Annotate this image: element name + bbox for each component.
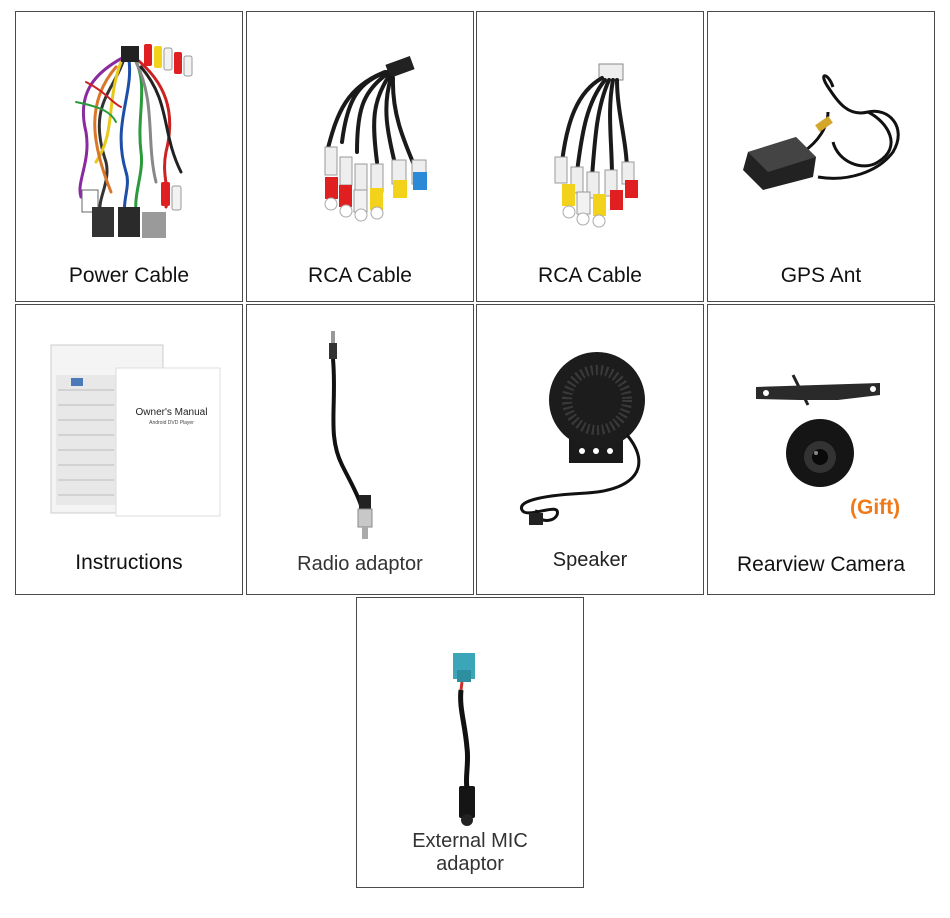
item-card-external-mic-adaptor: External MIC adaptor	[356, 597, 584, 888]
item-card-gps-ant: GPS Ant	[707, 11, 935, 302]
rca-cable-image	[324, 55, 427, 222]
item-label-line1: External MIC	[412, 830, 528, 852]
item-label: RCA Cable	[308, 264, 412, 287]
item-label-line2: adaptor	[436, 853, 504, 875]
item-label: Rearview Camera	[736, 553, 906, 576]
item-card-power-cable: Power Cable	[15, 11, 243, 302]
item-label: GPS Ant	[780, 264, 862, 287]
item-label: Instructions	[75, 551, 183, 574]
item-label: Speaker	[552, 549, 628, 571]
item-card-rca-cable: RCA Cable	[246, 11, 474, 302]
manual-title: Owner's Manual	[135, 407, 208, 418]
gps-antenna-image	[743, 74, 900, 190]
radio-adaptor-image	[329, 331, 373, 539]
manual-subtitle: Android DVD Player	[149, 420, 194, 426]
item-label: RCA Cable	[538, 264, 642, 287]
item-label: Power Cable	[68, 264, 190, 287]
gift-badge: (Gift)	[850, 496, 901, 519]
item-card-rearview-camera: (Gift) Rearview Camera	[707, 304, 935, 595]
item-label: Radio adaptor	[297, 553, 423, 575]
item-card-speaker: Speaker	[476, 304, 704, 595]
item-card-radio-adaptor: Radio adaptor	[246, 304, 474, 595]
item-card-rca-cable-2: RCA Cable	[476, 11, 704, 302]
rearview-camera-image	[756, 374, 880, 487]
rca-cable-image	[554, 63, 638, 228]
speaker-image	[520, 352, 645, 525]
mic-adaptor-image	[453, 653, 475, 826]
item-card-instructions: Owner's Manual Android DVD Player Instru…	[15, 304, 243, 595]
owners-manual-image	[50, 344, 221, 517]
power-cable-image	[75, 44, 193, 238]
